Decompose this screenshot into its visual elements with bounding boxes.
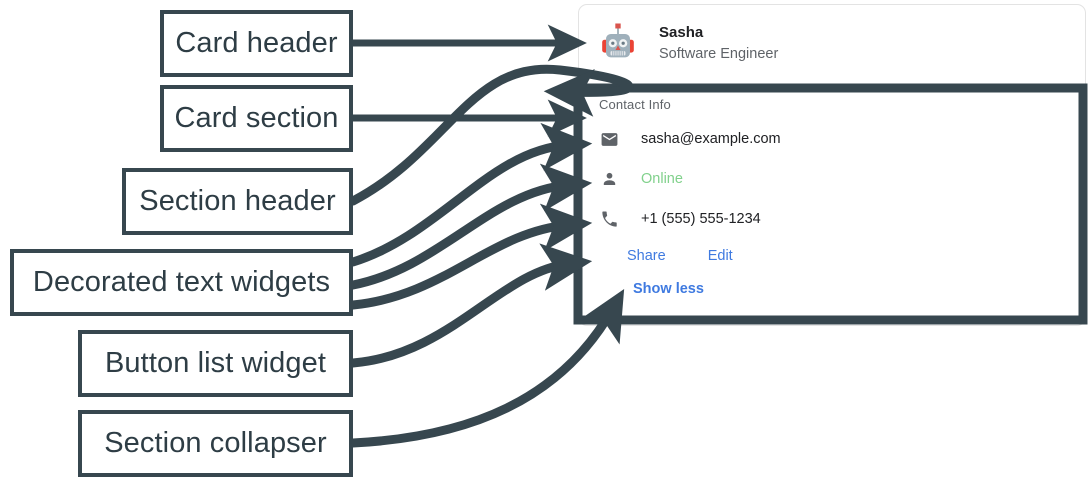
decorated-text-row-phone[interactable]: +1 (555) 555-1234 — [599, 199, 1085, 239]
robot-avatar-icon — [595, 21, 641, 67]
callout-decorated-text-widgets-label: Decorated text widgets — [32, 266, 331, 298]
decorated-text-row-status[interactable]: Online — [599, 159, 1085, 199]
arrow-decorated-text-3 — [348, 203, 593, 310]
callout-button-list-widget-label: Button list widget — [104, 347, 327, 379]
email-icon — [599, 129, 619, 149]
show-less-button[interactable]: Show less — [633, 281, 704, 297]
card-section: Contact Info sasha@example.com Online — [579, 83, 1085, 305]
card-header: Sasha Software Engineer — [579, 5, 1085, 83]
callout-section-header: Section header — [122, 168, 353, 235]
section-header: Contact Info — [599, 97, 671, 112]
callout-section-collapser: Section collapser — [78, 410, 353, 477]
arrow-decorated-text-1 — [348, 122, 593, 267]
section-collapser: Show less — [599, 273, 1085, 305]
decorated-text-row-email[interactable]: sasha@example.com — [599, 119, 1085, 159]
arrow-decorated-text-2 — [348, 163, 593, 290]
card-header-text: Sasha Software Engineer — [659, 23, 778, 65]
contact-card: Sasha Software Engineer Contact Info sas… — [578, 4, 1086, 326]
button-list-widget: Share Edit — [599, 239, 1085, 273]
arrow-section-collapser — [348, 288, 625, 448]
share-button[interactable]: Share — [627, 248, 666, 264]
person-icon — [599, 169, 619, 189]
callout-card-header: Card header — [160, 10, 353, 77]
card-header-title: Sasha — [659, 24, 704, 41]
card-header-subtitle: Software Engineer — [659, 46, 779, 62]
phone-value: +1 (555) 555-1234 — [641, 211, 761, 227]
edit-button[interactable]: Edit — [707, 248, 733, 264]
arrow-button-list — [348, 243, 593, 368]
phone-icon — [599, 209, 619, 229]
callout-card-section: Card section — [160, 85, 353, 152]
callout-section-collapser-label: Section collapser — [104, 427, 327, 459]
callout-section-header-label: Section header — [139, 185, 336, 217]
callout-decorated-text-widgets: Decorated text widgets — [10, 249, 353, 316]
callout-card-header-label: Card header — [175, 27, 338, 59]
callout-card-section-label: Card section — [174, 102, 339, 134]
status-value: Online — [641, 171, 683, 187]
callout-button-list-widget: Button list widget — [78, 330, 353, 397]
email-value: sasha@example.com — [641, 131, 781, 147]
